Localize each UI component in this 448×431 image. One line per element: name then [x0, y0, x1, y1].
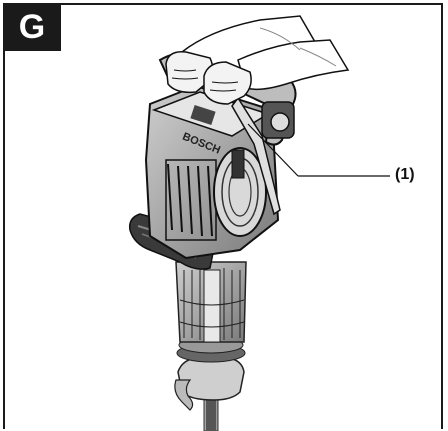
figure-frame: [3, 3, 443, 429]
tool-lever: [231, 96, 281, 216]
lower-barrel: [175, 261, 247, 343]
tool-holder: [174, 336, 246, 411]
hands: [165, 15, 350, 105]
cooling-fins: [167, 163, 213, 237]
callout-label-1: (1): [395, 166, 415, 183]
motor-housing: [144, 84, 280, 260]
callout-leader-line: [247, 123, 299, 177]
figure-letter-badge: G: [3, 3, 61, 51]
